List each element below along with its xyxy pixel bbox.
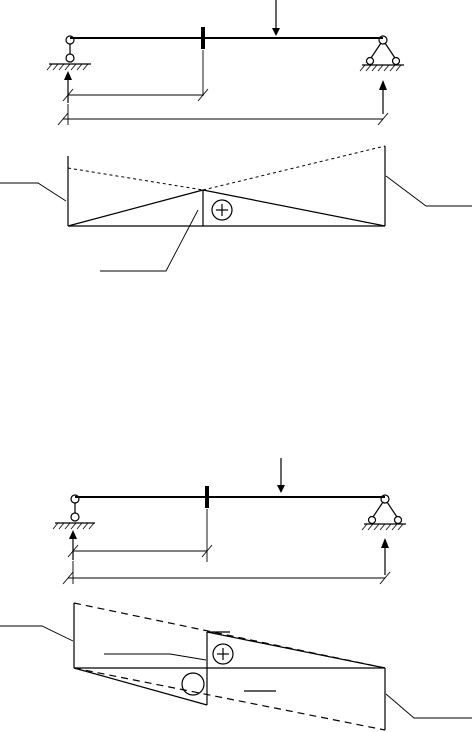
top-load-arrow-head bbox=[272, 28, 280, 36]
bottom-left-support bbox=[52, 494, 95, 530]
top-left-support bbox=[46, 35, 91, 71]
top-right-support bbox=[359, 35, 404, 72]
bottom-beam-figure bbox=[52, 458, 406, 585]
bottom-right-support bbox=[361, 494, 406, 531]
top-positive-symbol bbox=[211, 199, 233, 221]
top-beam-figure bbox=[46, 0, 404, 126]
bottom-influence-line bbox=[0, 602, 472, 731]
bottom-leader-left bbox=[0, 625, 74, 642]
bottom-leader-mid bbox=[104, 653, 207, 661]
top-leader-right bbox=[385, 175, 472, 207]
bottom-leader-right bbox=[385, 693, 472, 719]
bottom-positive-symbol bbox=[212, 643, 234, 665]
top-influence-line bbox=[0, 145, 472, 272]
top-leader-bottom bbox=[100, 209, 199, 272]
bottom-negative-symbol bbox=[181, 672, 205, 696]
top-leader-left bbox=[0, 182, 67, 202]
bottom-load-arrow-head bbox=[277, 485, 285, 493]
